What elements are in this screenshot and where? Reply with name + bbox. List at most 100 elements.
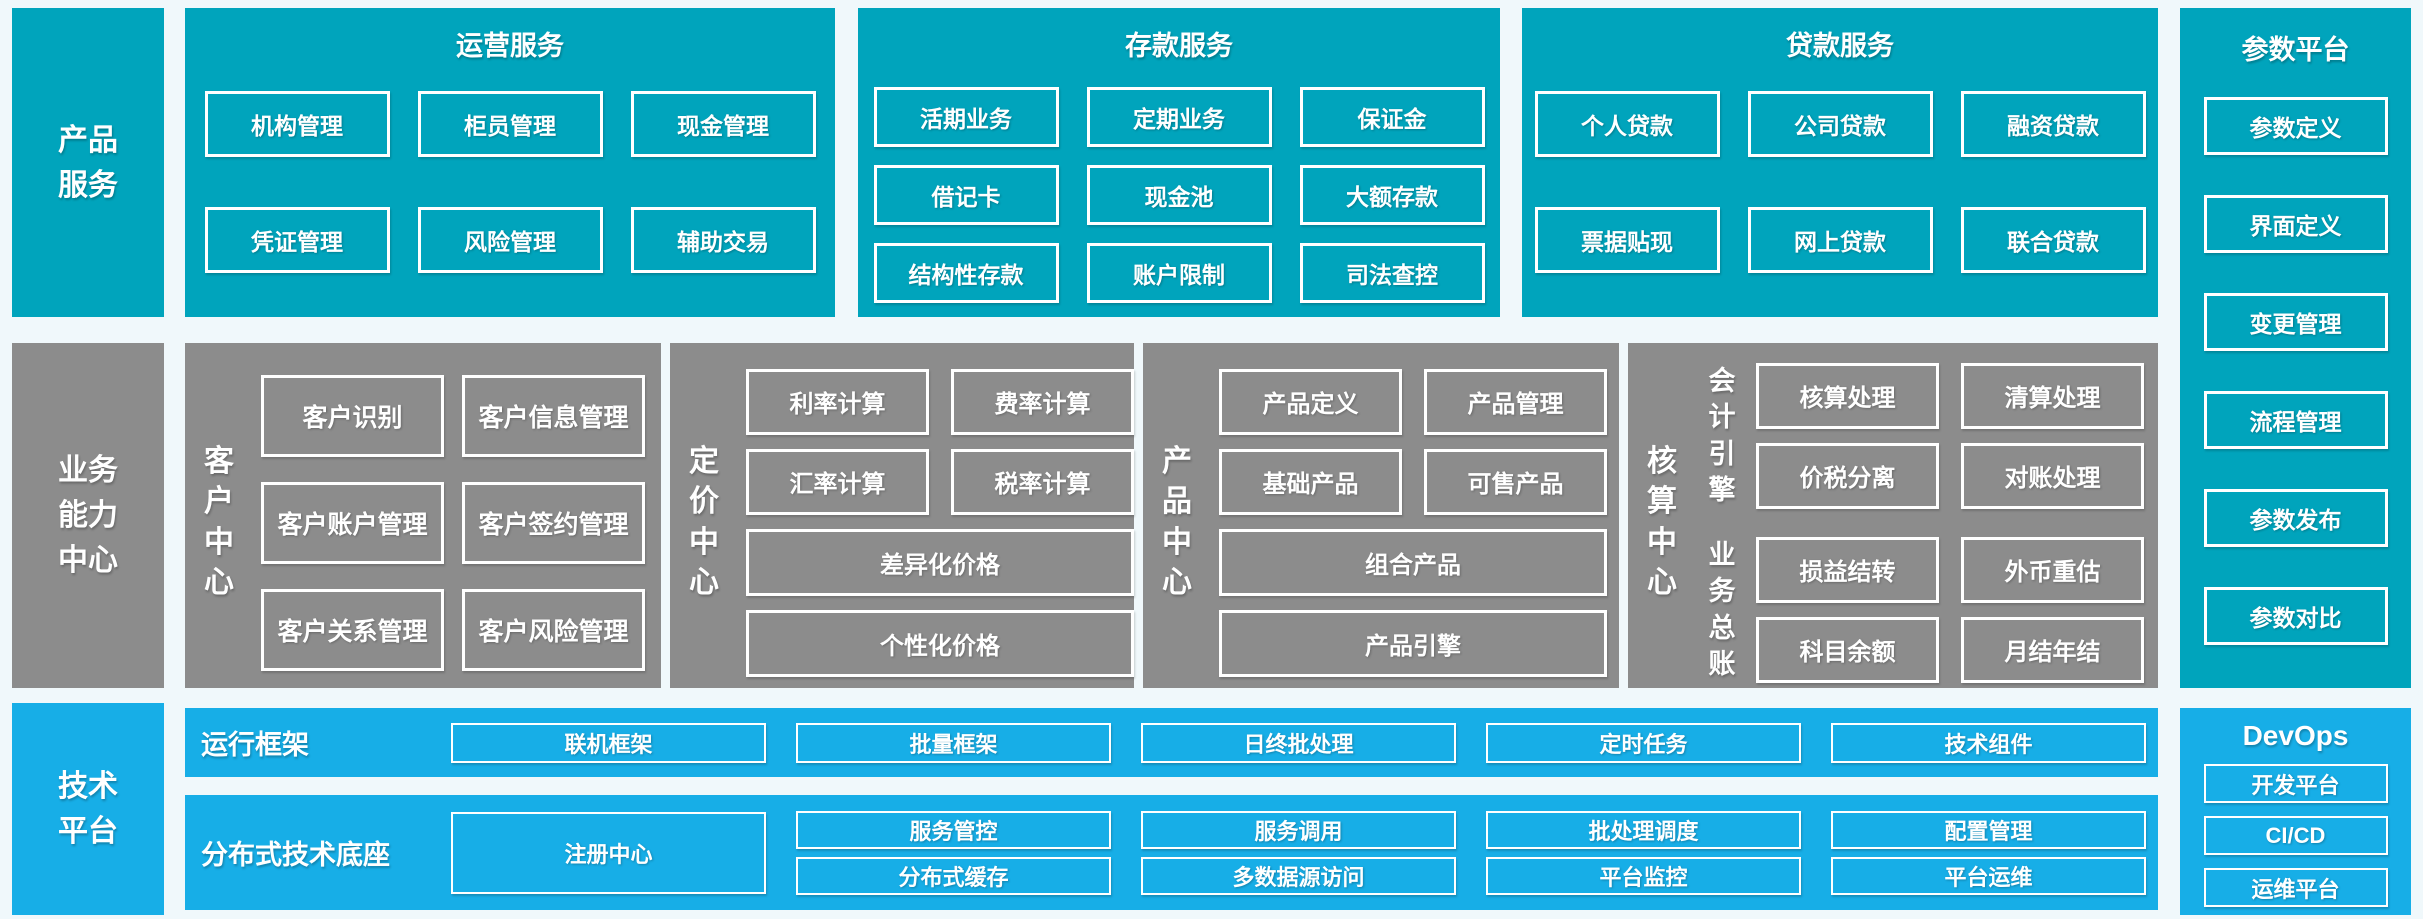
section-title: 参数平台 <box>2241 35 2350 65</box>
section-runtime-framework: 运行框架 联机框架 批量框架 日终批处理 定时任务 技术组件 <box>185 708 2158 777</box>
module-accounting-processing: 核算处理 <box>1756 362 1939 429</box>
section-title: 贷款服务 <box>1786 31 1894 61</box>
module-customer-info-management: 客户信息管理 <box>462 374 645 457</box>
module-scheduled-task: 定时任务 <box>1486 722 1801 763</box>
distributed-column: 服务调用 多数据源访问 <box>1141 810 1456 895</box>
module-batch-scheduling: 批处理调度 <box>1486 810 1801 849</box>
module-process-management: 流程管理 <box>2203 391 2388 449</box>
module-tech-component: 技术组件 <box>1831 722 2146 763</box>
pricing-center-label: 定价中心 <box>689 444 719 600</box>
row-label-tech-platform: 技术 平台 <box>12 703 164 915</box>
module-registry-center: 注册中心 <box>451 811 766 894</box>
section-distributed-base: 分布式技术底座 注册中心 服务管控 分布式缓存 服务调用 多数据源访问 批处理调… <box>185 795 2158 910</box>
module-change-management: 变更管理 <box>2203 293 2388 351</box>
section-product-center: 产品中心 产品定义 产品管理 基础产品 可售产品 组合产品 产品引擎 <box>1143 343 1619 688</box>
module-demand-deposit: 活期业务 <box>873 87 1059 147</box>
module-customer-contract-management: 客户签约管理 <box>462 481 645 564</box>
module-ui-definition: 界面定义 <box>2203 195 2388 253</box>
module-debit-card: 借记卡 <box>873 165 1059 225</box>
module-platform-operations: 平台运维 <box>1831 856 2146 895</box>
module-service-governance: 服务管控 <box>796 810 1111 849</box>
module-auxiliary-transaction: 辅助交易 <box>630 207 816 273</box>
module-composite-product: 组合产品 <box>1219 528 1607 596</box>
module-product-management: 产品管理 <box>1424 368 1607 435</box>
module-ops-platform: 运维平台 <box>2203 868 2388 907</box>
module-customer-risk-management: 客户风险管理 <box>462 588 645 671</box>
module-profit-loss-carryforward: 损益结转 <box>1756 536 1939 603</box>
module-customer-account-management: 客户账户管理 <box>261 481 444 564</box>
module-product-definition: 产品定义 <box>1219 368 1402 435</box>
business-ledger-label: 业务总账 <box>1708 539 1736 679</box>
module-cash-management: 现金管理 <box>630 91 816 157</box>
module-online-loan: 网上贷款 <box>1747 207 1933 273</box>
module-differentiated-pricing: 差异化价格 <box>746 528 1134 596</box>
section-title: 存款服务 <box>1125 31 1233 61</box>
runtime-framework-label: 运行框架 <box>201 730 309 760</box>
module-multi-datasource-access: 多数据源访问 <box>1141 856 1456 895</box>
module-corporate-loan: 公司贷款 <box>1747 91 1933 157</box>
product-center-label: 产品中心 <box>1162 444 1192 600</box>
module-personalized-pricing: 个性化价格 <box>746 609 1134 677</box>
section-customer-center: 客户中心 客户识别 客户信息管理 客户账户管理 客户签约管理 客户关系管理 客户… <box>185 343 661 688</box>
section-operations-services: 运营服务 机构管理 柜员管理 现金管理 凭证管理 风险管理 辅助交易 <box>185 8 835 317</box>
module-product-engine: 产品引擎 <box>1219 609 1607 677</box>
module-eod-batch-processing: 日终批处理 <box>1141 722 1456 763</box>
customer-center-label: 客户中心 <box>204 444 234 600</box>
devops-title: DevOps <box>2242 720 2349 751</box>
module-price-tax-separation: 价税分离 <box>1756 442 1939 509</box>
module-personal-loan: 个人贷款 <box>1534 91 1720 157</box>
module-param-compare: 参数对比 <box>2203 587 2388 645</box>
section-deposit-services: 存款服务 活期业务 定期业务 保证金 借记卡 现金池 大额存款 结构性存款 账户… <box>858 8 1500 317</box>
section-title: 运营服务 <box>456 31 564 61</box>
section-accounting-center: 核算中心 会计引擎 核算处理 清算处理 价税分离 对账处理 业务总账 <box>1628 343 2158 688</box>
module-dev-platform: 开发平台 <box>2203 764 2388 803</box>
distributed-column: 服务管控 分布式缓存 <box>796 810 1111 895</box>
module-param-release: 参数发布 <box>2203 489 2388 547</box>
module-tax-rate-calc: 税率计算 <box>951 448 1134 515</box>
module-sellable-product: 可售产品 <box>1424 448 1607 515</box>
module-voucher-management: 凭证管理 <box>204 207 390 273</box>
accounting-engine-label: 会计引擎 <box>1708 365 1736 505</box>
section-loan-services: 贷款服务 个人贷款 公司贷款 融资贷款 票据贴现 网上贷款 联合贷款 <box>1522 8 2158 317</box>
business-ledger-group: 业务总账 损益结转 外币重估 科目余额 月结年结 <box>1706 536 2144 683</box>
module-platform-monitoring: 平台监控 <box>1486 856 1801 895</box>
module-ci-cd: CI/CD <box>2203 816 2388 855</box>
accounting-engine-group: 会计引擎 核算处理 清算处理 价税分离 对账处理 <box>1706 362 2144 509</box>
module-foreign-currency-revaluation: 外币重估 <box>1961 536 2144 603</box>
module-risk-management: 风险管理 <box>417 207 603 273</box>
module-structured-deposit: 结构性存款 <box>873 243 1059 303</box>
module-cash-pool: 现金池 <box>1086 165 1272 225</box>
module-basic-product: 基础产品 <box>1219 448 1402 515</box>
module-config-management: 配置管理 <box>1831 810 2146 849</box>
module-judicial-control: 司法查控 <box>1299 243 1485 303</box>
module-clearing-processing: 清算处理 <box>1961 362 2144 429</box>
module-customer-identification: 客户识别 <box>261 374 444 457</box>
module-teller-management: 柜员管理 <box>417 91 603 157</box>
module-batch-framework: 批量框架 <box>796 722 1111 763</box>
accounting-center-label: 核算中心 <box>1647 444 1677 600</box>
section-pricing-center: 定价中心 利率计算 费率计算 汇率计算 税率计算 差异化价格 个性化价格 <box>670 343 1134 688</box>
module-bill-discount: 票据贴现 <box>1534 207 1720 273</box>
module-exchange-rate-calc: 汇率计算 <box>746 448 929 515</box>
module-institution-management: 机构管理 <box>204 91 390 157</box>
distributed-base-label: 分布式技术底座 <box>201 840 390 870</box>
module-margin-deposit: 保证金 <box>1299 87 1485 147</box>
module-customer-relationship-management: 客户关系管理 <box>261 588 444 671</box>
module-time-deposit: 定期业务 <box>1086 87 1272 147</box>
module-account-restriction: 账户限制 <box>1086 243 1272 303</box>
module-fee-rate-calc: 费率计算 <box>951 368 1134 435</box>
row-label-product-services: 产品 服务 <box>12 8 164 317</box>
module-interest-rate-calc: 利率计算 <box>746 368 929 435</box>
module-online-framework: 联机框架 <box>451 722 766 763</box>
module-subject-balance: 科目余额 <box>1756 616 1939 683</box>
module-service-invocation: 服务调用 <box>1141 810 1456 849</box>
module-financing-loan: 融资贷款 <box>1960 91 2146 157</box>
module-distributed-cache: 分布式缓存 <box>796 856 1111 895</box>
module-large-deposit: 大额存款 <box>1299 165 1485 225</box>
module-reconciliation-processing: 对账处理 <box>1961 442 2144 509</box>
section-parameter-platform: 参数平台 参数定义 界面定义 变更管理 流程管理 参数发布 参数对比 <box>2180 8 2411 688</box>
distributed-column: 配置管理 平台运维 <box>1831 810 2146 895</box>
module-param-definition: 参数定义 <box>2203 97 2388 155</box>
distributed-column: 批处理调度 平台监控 <box>1486 810 1801 895</box>
